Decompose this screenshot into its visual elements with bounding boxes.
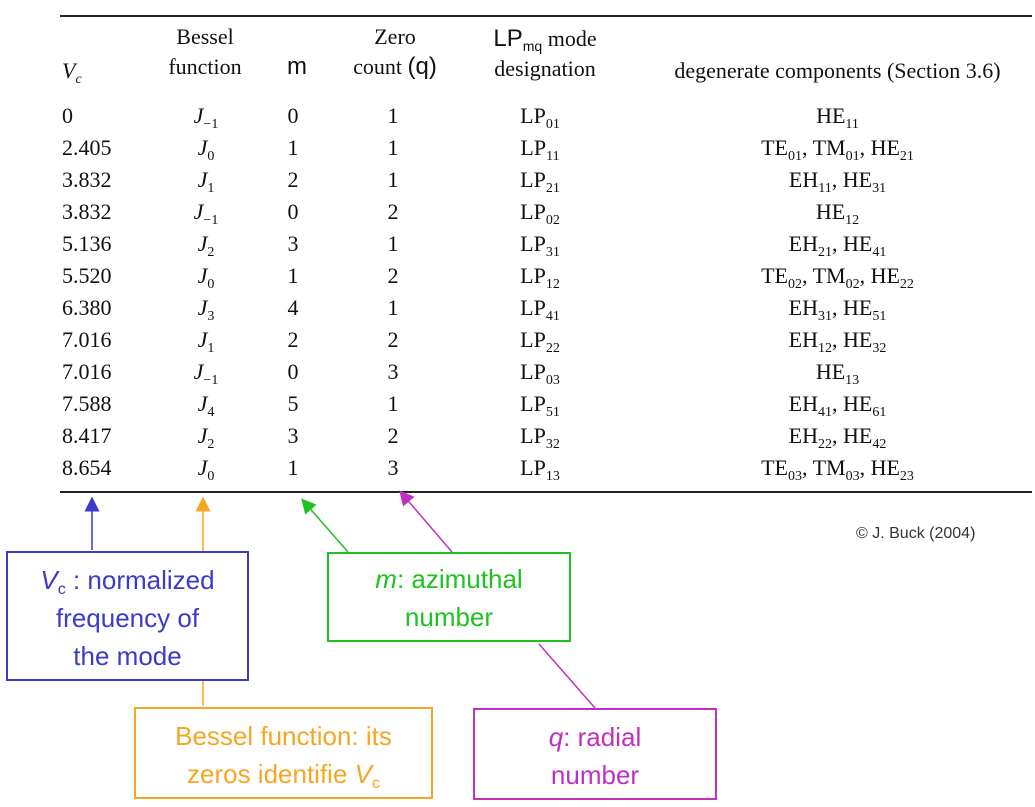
q-arrow-top — [399, 490, 453, 553]
cell-degenerate: EH31, HE51 — [788, 295, 887, 324]
cell-m: 3 — [287, 423, 299, 448]
cell-q: 2 — [387, 423, 399, 448]
cell-vc: 5.136 — [62, 231, 112, 256]
cell-bessel: J2 — [197, 423, 215, 452]
cell-m: 3 — [287, 231, 299, 256]
cell-degenerate: EH21, HE41 — [788, 231, 887, 260]
cell-q: 1 — [387, 167, 399, 192]
cell-m: 1 — [287, 455, 299, 480]
cell-degenerate: EH11, HE31 — [788, 167, 887, 196]
cell-q: 1 — [387, 391, 399, 416]
cell-lp: LP12 — [520, 263, 560, 292]
cell-q: 1 — [387, 135, 399, 160]
cell-q: 3 — [387, 455, 399, 480]
cell-vc: 7.016 — [62, 359, 112, 384]
m-annotation-box: m: azimuthal number — [327, 552, 571, 642]
cell-lp: LP11 — [520, 135, 560, 164]
vc-annotation-box: Vc : normalized frequency of the mode — [6, 551, 249, 681]
cell-vc: 2.405 — [62, 135, 112, 160]
cell-bessel: J0 — [197, 455, 215, 484]
cell-vc: 8.417 — [62, 423, 112, 448]
cell-q: 2 — [387, 263, 399, 288]
cell-bessel: J−1 — [193, 359, 219, 388]
cell-q: 2 — [387, 199, 399, 224]
cell-q: 1 — [387, 103, 399, 128]
cell-vc: 3.832 — [62, 167, 112, 192]
cell-degenerate: HE12 — [815, 199, 860, 228]
cell-degenerate: TE03, TM03, HE23 — [761, 455, 914, 484]
q-annotation-box: q: radial number — [473, 708, 717, 800]
m-arrow — [301, 498, 349, 553]
header-vc: Vc — [62, 58, 82, 87]
cell-bessel: J0 — [197, 135, 215, 164]
cell-degenerate: EH22, HE42 — [788, 423, 887, 452]
header-lp-designation: LPmq mode designation — [493, 25, 597, 81]
bessel-annotation-box: Bessel function: its zeros identifie Vc — [134, 707, 433, 799]
cell-bessel: J−1 — [193, 103, 219, 132]
cell-q: 3 — [387, 359, 399, 384]
cell-m: 4 — [287, 295, 299, 320]
cell-m: 1 — [287, 135, 299, 160]
cell-bessel: J−1 — [193, 199, 219, 228]
cell-degenerate: TE02, TM02, HE22 — [761, 263, 914, 292]
cell-lp: LP21 — [520, 167, 560, 196]
cell-lp: LP41 — [520, 295, 560, 324]
cell-degenerate: HE11 — [816, 103, 859, 132]
cell-m: 0 — [287, 199, 299, 224]
cell-bessel: J1 — [197, 167, 215, 196]
cell-m: 0 — [287, 359, 299, 384]
cell-degenerate: HE13 — [815, 359, 860, 388]
cell-lp: LP51 — [520, 391, 560, 420]
cell-vc: 8.654 — [62, 455, 112, 480]
cell-vc: 5.520 — [62, 263, 112, 288]
table-bottom-rule — [60, 491, 1032, 493]
cell-vc: 0 — [62, 103, 73, 128]
header-m: m — [287, 53, 307, 80]
cell-bessel: J2 — [197, 231, 215, 260]
cell-lp: LP13 — [520, 455, 560, 484]
cell-bessel: J4 — [197, 391, 215, 420]
cell-q: 1 — [387, 231, 399, 256]
cell-vc: 7.588 — [62, 391, 112, 416]
cell-degenerate: EH41, HE61 — [788, 391, 887, 420]
q-arrow — [538, 643, 596, 709]
table-top-rule — [60, 15, 1032, 17]
cell-q: 1 — [387, 295, 399, 320]
cell-m: 0 — [287, 103, 299, 128]
cell-degenerate: EH12, HE32 — [788, 327, 887, 356]
copyright: © J. Buck (2004) — [856, 525, 976, 542]
cell-lp: LP31 — [520, 231, 560, 260]
cell-lp: LP03 — [520, 359, 560, 388]
header-bessel: Bessel function — [168, 24, 242, 79]
cell-vc: 3.832 — [62, 199, 112, 224]
cell-lp: LP32 — [520, 423, 560, 452]
cell-bessel: J1 — [197, 327, 215, 356]
cell-m: 5 — [287, 391, 299, 416]
cell-m: 2 — [287, 327, 299, 352]
cell-bessel: J0 — [197, 263, 215, 292]
cell-degenerate: TE01, TM01, HE21 — [761, 135, 914, 164]
cell-lp: LP01 — [520, 103, 560, 132]
header-zero-count: Zero count (q) — [353, 24, 437, 80]
cell-vc: 7.016 — [62, 327, 112, 352]
cell-vc: 6.380 — [62, 295, 112, 320]
cell-lp: LP22 — [520, 327, 560, 356]
cell-m: 1 — [287, 263, 299, 288]
cell-m: 2 — [287, 167, 299, 192]
header-degenerate: degenerate components (Section 3.6) — [674, 58, 1001, 83]
cell-lp: LP02 — [520, 199, 560, 228]
cell-bessel: J3 — [197, 295, 215, 324]
cell-q: 2 — [387, 327, 399, 352]
